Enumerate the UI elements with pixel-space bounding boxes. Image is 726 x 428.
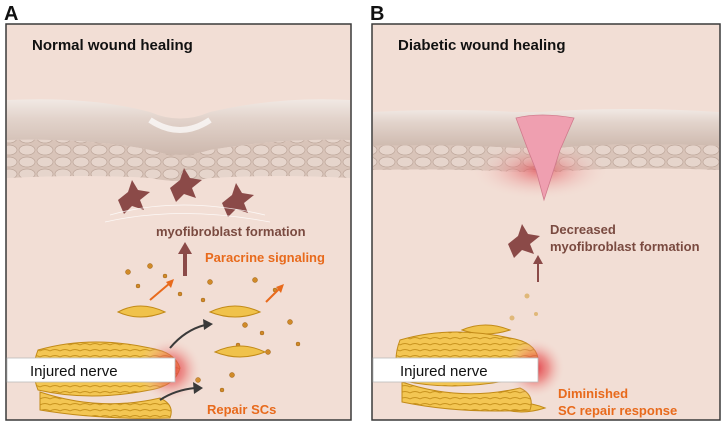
panel-b-letter: B [370, 3, 384, 25]
panel-a-migration-arrow [169, 324, 206, 349]
panel-b-nerve-bundle: Injured nerve [372, 331, 565, 412]
panel-a: myofibroblast formation Paracrine signal… [4, 3, 352, 421]
panel-a-repair-scs [116, 279, 284, 358]
panel-b-open-wound [515, 114, 575, 202]
panel-b-diminished-line1: Diminished [558, 386, 628, 401]
panel-a-myofibroblast-label: myofibroblast formation [156, 224, 306, 239]
panel-a-title: Normal wound healing [32, 37, 193, 54]
panel-a-healed-scar [148, 117, 212, 133]
panel-b-decreased-line1: Decreased [550, 222, 616, 237]
panel-a-nerve-bundle: Injured nerve [6, 338, 202, 419]
panel-a-nerve-axon [6, 357, 176, 383]
myofibroblast-cell [170, 168, 202, 202]
panel-a-migration-arrow [159, 387, 196, 401]
panel-a-letter: A [4, 3, 18, 25]
panel-a-myofibroblasts [104, 168, 271, 223]
panel-b-nerve-label: Injured nerve [400, 363, 488, 380]
myofibroblast-cell [118, 180, 150, 214]
panel-b-myofibroblast-cell [508, 224, 540, 258]
panel-a-repair-label: Repair SCs [207, 402, 276, 417]
panel-a-dermis-cells [7, 139, 350, 181]
panel-b: Decreased myofibroblast formation Injure… [370, 3, 721, 421]
panel-b-paracrine-dots [509, 293, 538, 321]
panel-a-paracrine-label: Paracrine signaling [205, 250, 325, 265]
panel-b-decreased-line2: myofibroblast formation [550, 239, 700, 254]
panel-b-nerve-axon [372, 357, 539, 383]
panel-b-title: Diabetic wound healing [398, 37, 566, 54]
panel-b-diminished-line2: SC repair response [558, 403, 677, 418]
panel-a-nerve-label: Injured nerve [30, 363, 118, 380]
